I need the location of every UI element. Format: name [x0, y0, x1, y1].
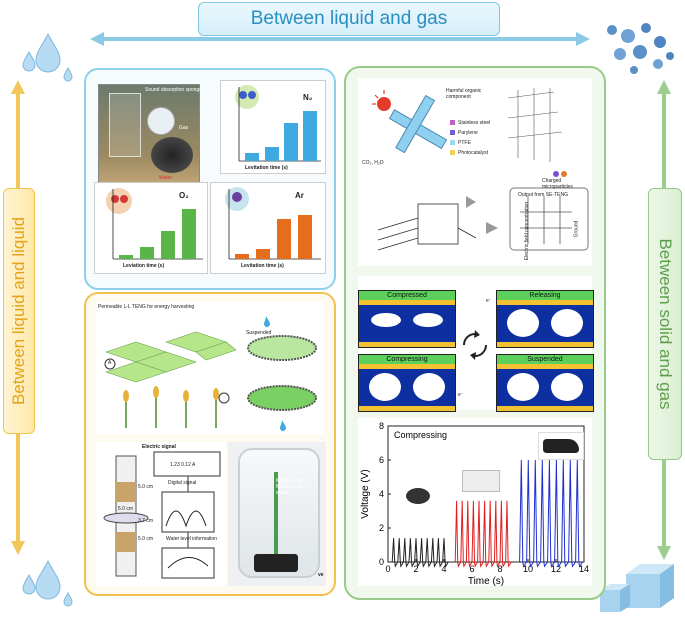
co2-label: CO₂, H₂O: [362, 160, 384, 166]
electron-label-1: e⁻: [486, 298, 492, 304]
n2-xlabel: Levitation time (s): [245, 165, 288, 171]
mat-photo: [462, 470, 500, 492]
x-tick-label: 14: [579, 564, 589, 574]
y-tick-label: 6: [379, 455, 384, 465]
ar-label: Ar: [295, 191, 304, 200]
jar-photo: Magnet ring floating over water ve: [228, 442, 326, 586]
solid-gas-panel: Harmful organic component CO₂, H₂O Stain…: [344, 66, 606, 600]
solid-cube-icon: [600, 564, 674, 612]
horizontal-double-arrow: [90, 32, 590, 46]
x-tick-label: 12: [551, 564, 561, 574]
ground-label: Ground: [573, 220, 580, 238]
banner-between-solid-gas: Between solid and gas: [648, 188, 682, 460]
ll-teng-title: Permeable L-L TENG for energy harvesting: [98, 304, 195, 310]
ar-charge-chart: Ar Levitation time (s): [210, 182, 326, 274]
efield-label: Electric field concentration: [524, 201, 531, 261]
cycle-arrows-icon: [463, 330, 487, 360]
dim-label-2: 5.0 cm: [118, 506, 134, 512]
state-releasing: Releasing: [496, 290, 594, 348]
photo-label-sponge: Sound absorption sponge: [145, 87, 202, 93]
x-tick-label: 8: [497, 564, 502, 574]
o2-xlabel: Leviation time (s): [123, 263, 165, 269]
state-releasing-label: Releasing: [497, 291, 593, 300]
harmful-label: Harmful organic component: [446, 88, 482, 100]
working-mechanism: Compressed Releasing Compressing Suspend…: [358, 276, 594, 412]
x-tick-label: 6: [469, 564, 474, 574]
liquid-liquid-panel: Permeable L-L TENG for energy harvesting…: [84, 292, 336, 596]
n2-label: N₂: [303, 93, 313, 102]
x-tick-label: 10: [523, 564, 533, 574]
ll-teng-illustration: Permeable L-L TENG for energy harvesting…: [96, 302, 324, 434]
dim-label-1: 5.0 cm: [138, 484, 154, 490]
photo-label-water: Water: [159, 175, 173, 181]
state-compressed-label: Compressed: [359, 291, 455, 300]
o2-label: O₂: [179, 191, 189, 200]
voltage-series-0: [391, 538, 449, 568]
legend-parylene: Parylene: [458, 130, 478, 136]
legend-stainless: Stainless steel: [458, 120, 491, 126]
voltage-series-1: [454, 500, 512, 568]
liquid-gas-panel: Sound absorption sponge Gas Water N₂ Lev…: [84, 68, 336, 290]
o2-charge-chart: O₂ Leviation time (s): [94, 182, 208, 274]
y-tick-label: 0: [379, 557, 384, 567]
state-suspended-label: Suspended: [497, 355, 593, 364]
gas-bubbles-icon: [607, 23, 674, 74]
ar-xlabel: Levitation time (s): [241, 263, 284, 269]
banner-top-label: Between liquid and gas: [250, 8, 448, 29]
electric-signal-label: Electric signal: [142, 444, 176, 450]
state-compressing-label: Compressing: [359, 355, 455, 364]
y-axis-label: Voltage (V): [360, 469, 371, 518]
voltage-series-2: [519, 459, 584, 568]
y-tick-label: 4: [379, 489, 384, 499]
x-tick-label: 0: [385, 564, 390, 574]
suspended-label: Suspended: [246, 330, 272, 336]
digits-label: 1.23 0.12 A: [170, 462, 196, 468]
state-compressed: Compressed: [358, 290, 456, 348]
photo-label-gas: Gas: [179, 125, 189, 131]
n2-charge-chart: N₂ Levitation time (s): [220, 80, 326, 174]
x-axis-label: Time (s): [468, 576, 504, 586]
state-suspended: Suspended: [496, 354, 594, 412]
legend-photocatalyst: Photocatalyst: [458, 150, 489, 156]
banner-between-liquid-gas: Between liquid and gas: [198, 2, 500, 36]
banner-left-label: Between liquid and liquid: [9, 216, 28, 406]
x-tick-label: 2: [413, 564, 418, 574]
jar-caption: Magnet ring floating over water: [276, 478, 304, 496]
meter-label: A: [108, 360, 112, 366]
charged-label: Charged microparticles: [542, 178, 573, 190]
state-compressing: Compressing: [358, 354, 456, 412]
dim-label-4: 5.0 cm: [138, 536, 154, 542]
banner-between-liquid-liquid: Between liquid and liquid: [3, 188, 35, 434]
y-tick-label: 8: [379, 421, 384, 431]
dim-label-3: 3.7 cm: [138, 518, 154, 524]
output-label: Output from SE-TENG: [518, 192, 569, 198]
droplet-icon-top-left: [22, 32, 73, 82]
se-teng-diagram: Harmful organic component CO₂, H₂O Stain…: [358, 78, 592, 266]
electron-label-2: e⁻: [458, 392, 464, 398]
x-tick-label: 4: [441, 564, 446, 574]
water-level-label: Water level information: [166, 536, 217, 542]
chart-title: Compressing: [394, 430, 447, 440]
levitation-photo: Sound absorption sponge Gas Water: [98, 84, 202, 186]
banner-right-label: Between solid and gas: [656, 238, 675, 410]
mouse-photo: [406, 488, 430, 504]
legend-ptfe: PTFE: [458, 140, 471, 146]
water-level-sensor-diagram: Electric signal 1.23 0.12 A Digital sign…: [96, 442, 226, 586]
y-tick-label: 2: [379, 523, 384, 533]
shoe-photo: [538, 432, 584, 460]
jar-ve-label: ve: [318, 572, 324, 578]
droplet-icon-bottom-left: [22, 559, 73, 607]
digital-signal-label: Digital signal: [168, 480, 197, 486]
